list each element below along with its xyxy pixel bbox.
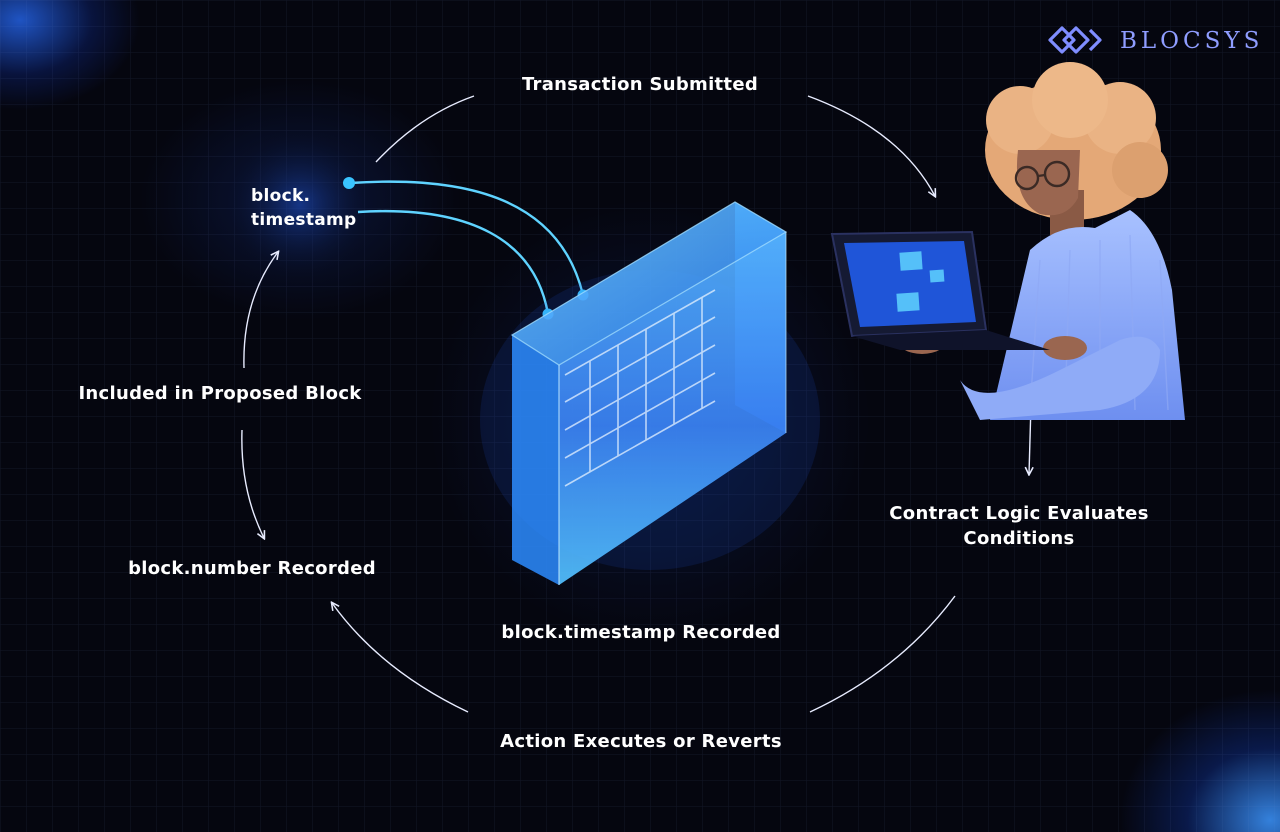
block-timestamp-label: block. timestamp bbox=[251, 184, 391, 232]
step-contract-logic: Contract Logic Evaluates Conditions bbox=[889, 501, 1148, 551]
step-block-number-recorded: block.number Recorded bbox=[128, 558, 376, 579]
arrow-action-to-number bbox=[332, 603, 469, 713]
block-timestamp-label-line2: timestamp bbox=[251, 210, 357, 230]
connector-line-lower bbox=[357, 210, 550, 315]
arrow-submitted-to-contract bbox=[807, 95, 935, 196]
brand-logo: BLOCSYS bbox=[1048, 22, 1263, 60]
blocsys-logo-icon bbox=[1048, 26, 1102, 54]
timestamp-glow bbox=[220, 125, 380, 285]
brand-name: BLOCSYS bbox=[1120, 28, 1264, 54]
arrow-timestamp-to-submitted bbox=[375, 95, 475, 163]
block-timestamp-label-line1: block. bbox=[251, 186, 311, 206]
glass-block-illustration bbox=[480, 201, 820, 585]
arrow-contract-to-action bbox=[809, 595, 956, 713]
connector-line-upper bbox=[349, 180, 585, 296]
connector-dot-start bbox=[343, 177, 355, 189]
step-included-in-block: Included in Proposed Block bbox=[78, 383, 362, 404]
arrow-number-to-included bbox=[241, 429, 264, 538]
arrow-included-to-timestamp bbox=[243, 252, 278, 369]
step-contract-logic-line2: Conditions bbox=[963, 528, 1075, 549]
step-action-executes: Action Executes or Reverts bbox=[500, 731, 782, 752]
step-contract-logic-line1: Contract Logic Evaluates bbox=[889, 503, 1149, 524]
person-with-laptop-illustration bbox=[830, 62, 1185, 420]
step-transaction-submitted: Transaction Submitted bbox=[521, 74, 759, 95]
center-timestamp-recorded: block.timestamp Recorded bbox=[501, 622, 781, 643]
